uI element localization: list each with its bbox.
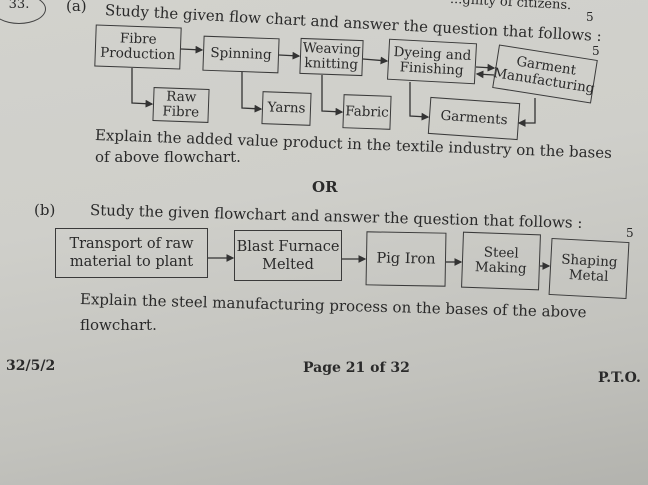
part-a-label: (a)	[66, 0, 87, 15]
flow-box-transport: Transport of raw material to plant	[55, 228, 208, 278]
part-a-question-line2: of above flowchart.	[95, 148, 241, 166]
flow-box-shaping-metal: Shaping Metal	[548, 237, 630, 300]
part-b-label: (b)	[34, 201, 56, 219]
part-b-marks: 5	[626, 226, 634, 240]
footer-code: 32/5/2	[6, 358, 56, 374]
flow-box-blast-furnace: Blast Furnace Melted	[234, 230, 342, 281]
flow-box-pig-iron: Pig Iron	[365, 231, 447, 287]
flow-box-steel-making: Steel Making	[461, 231, 541, 291]
footer-page: Page 21 of 32	[303, 360, 410, 376]
or-divider: OR	[312, 178, 338, 196]
part-b-question-line2: flowchart.	[80, 316, 157, 334]
part-a-marks: 5	[592, 44, 600, 58]
marks-top: 5	[586, 10, 594, 24]
footer-pto: P.T.O.	[598, 370, 641, 386]
